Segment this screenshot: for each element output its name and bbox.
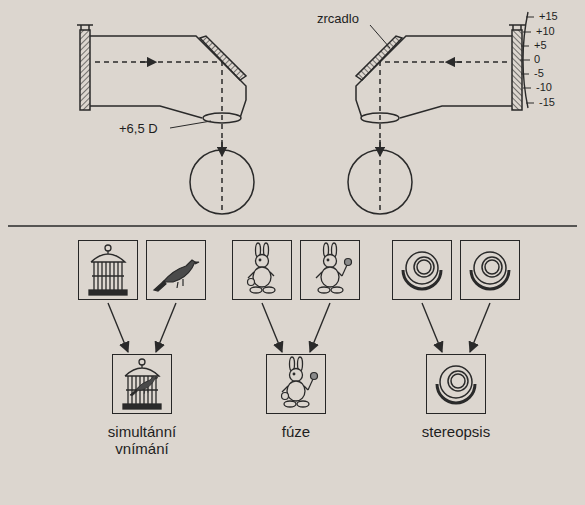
rabbit-picture [282,357,309,407]
picture-box [232,240,292,300]
rabbit-tail [282,393,289,400]
node-caption: fúze [241,423,351,440]
right-tube [348,25,525,214]
node-caption: simultánní vnímání [87,423,197,458]
rabbit-picture [316,243,343,293]
ring-picture [471,252,509,289]
bird-picture [130,376,158,395]
picture-box [392,240,452,300]
merge-arrow [262,303,282,352]
scale-number: +10 [535,25,556,37]
scale-number: -5 [533,67,545,79]
leader-line [170,121,211,128]
scale-number: +15 [538,10,559,22]
bird-picture [154,260,199,291]
scale-number: +5 [533,39,548,51]
merge-arrow [422,303,442,352]
cage-picture [89,245,127,295]
node-caption: stereopsis [401,423,511,440]
result-box: fúze [266,354,326,414]
rabbit-flower [308,373,318,391]
merge-arrow [470,303,490,352]
scale-number: 0 [533,53,541,65]
cage-picture [123,359,161,409]
part-label: +6,5 D [118,122,159,136]
scale-number: -15 [538,96,556,108]
merge-arrow [108,303,128,352]
leader-line [370,25,390,48]
rabbit-picture [248,243,275,293]
result-box: simultánní vnímání [112,354,172,414]
rabbit-flower [342,259,352,277]
scale-number: -10 [535,81,553,93]
rabbit-tail [248,279,255,286]
picture-box [300,240,360,300]
picture-box [460,240,520,300]
merge-arrow [310,303,330,352]
merge-arrow [156,303,176,352]
ring-picture [403,252,441,289]
separator-line [8,225,577,227]
part-label: zrcadlo [316,12,360,26]
picture-box [146,240,206,300]
result-box: stereopsis [426,354,486,414]
scale-ticks [520,17,534,103]
picture-box [78,240,138,300]
left-tube [77,25,254,214]
ring-picture [437,366,475,403]
